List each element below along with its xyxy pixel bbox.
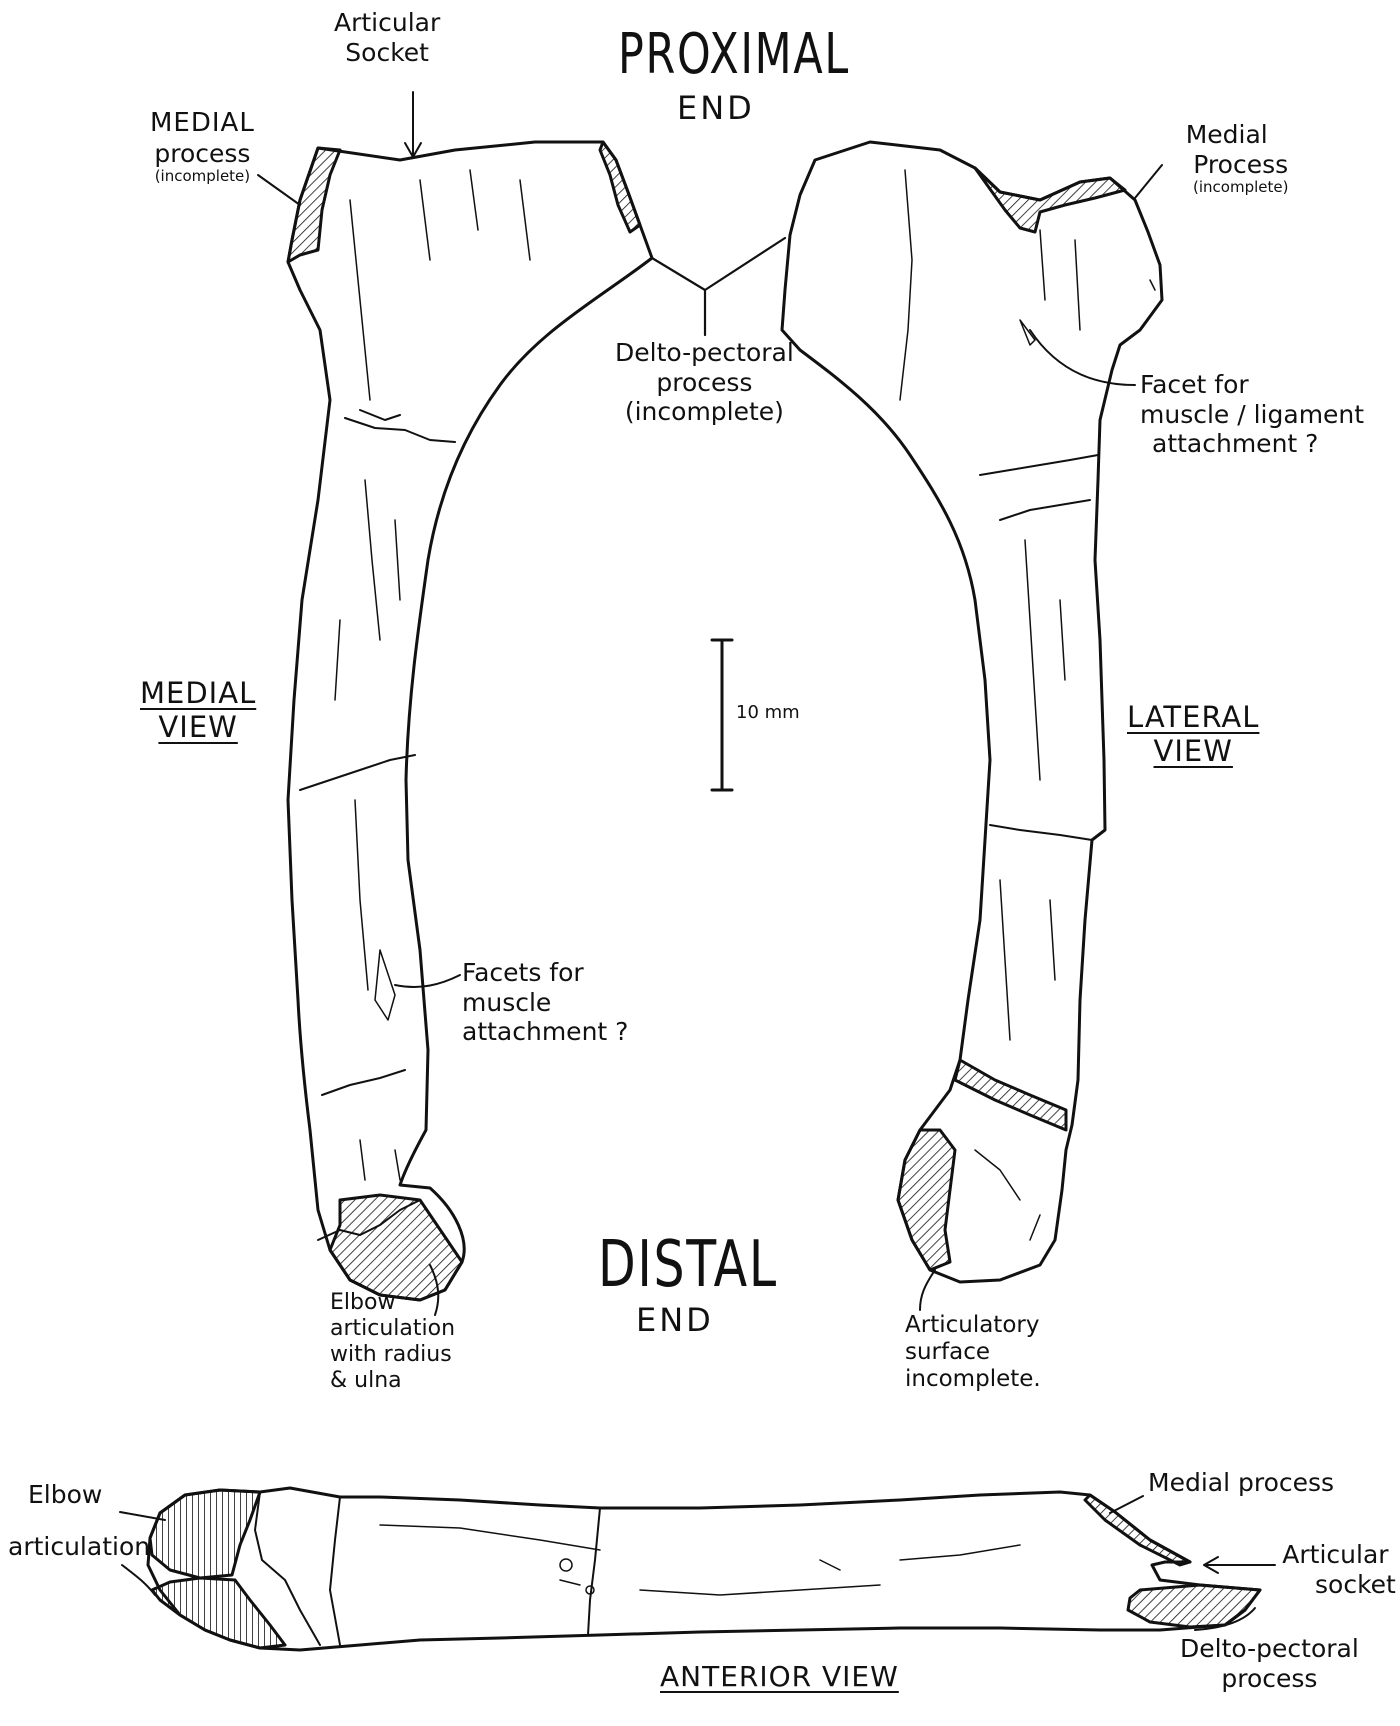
- medial-view-bone: [288, 142, 652, 1300]
- facet-right-label: Facet for muscle / ligament attachment ?: [1140, 370, 1364, 459]
- anterior-view-outline: [148, 1488, 1260, 1650]
- scale-bar: [712, 640, 732, 790]
- delto-pectoral-leader: [652, 238, 785, 335]
- medial-view-label: MEDIAL VIEW: [140, 676, 256, 744]
- proximal-end-label: END: [677, 90, 755, 128]
- articulatory-leader: [920, 1270, 935, 1310]
- medial-process-left-leader: [258, 175, 300, 205]
- articular-socket-bottom-label: Articular socket: [1275, 1540, 1396, 1599]
- articulatory-hatch-right: [898, 1130, 955, 1270]
- scale-label: 10 mm: [736, 702, 800, 723]
- articulation-bottom-label: articulation: [8, 1532, 150, 1562]
- medial-process-bottom-label: Medial process: [1148, 1468, 1334, 1498]
- delto-pectoral-bottom-label: Delto-pectoral process: [1180, 1634, 1359, 1693]
- distal-end-label: END: [636, 1302, 714, 1340]
- delto-pectoral-top-label: Delto-pectoral process (incomplete): [615, 338, 794, 427]
- distal-title: DISTAL: [598, 1228, 778, 1304]
- lateral-view-outline: [782, 142, 1162, 1282]
- anterior-articular-socket-arrow: [1204, 1557, 1275, 1573]
- medial-process-right-leader: [1135, 165, 1162, 198]
- anterior-medial-process-leader: [1110, 1496, 1143, 1513]
- medial-view-outline: [288, 142, 652, 1300]
- proximal-title: PROXIMAL: [618, 22, 850, 88]
- anterior-delto-hatch: [1128, 1585, 1260, 1627]
- anterior-view-label: ANTERIOR VIEW: [660, 1660, 899, 1693]
- elbow-articulation-left-label: Elbow articulation with radius & ulna: [330, 1290, 455, 1394]
- anterior-view-bone: [148, 1488, 1260, 1650]
- lateral-view-bone: [782, 142, 1162, 1282]
- lateral-view-label: LATERAL VIEW: [1127, 700, 1259, 768]
- articular-socket-top-arrow: [405, 92, 421, 157]
- medial-process-right-label: Medial Process (incomplete): [1165, 120, 1288, 197]
- articulatory-surface-label: Articulatory surface incomplete.: [905, 1312, 1041, 1393]
- elbow-bottom-label: Elbow: [28, 1480, 102, 1510]
- facets-left-label: Facets for muscle attachment ?: [462, 958, 628, 1047]
- articular-socket-top-label: Articular Socket: [334, 8, 440, 67]
- medial-process-left-label: MEDIAL process (incomplete): [150, 108, 255, 186]
